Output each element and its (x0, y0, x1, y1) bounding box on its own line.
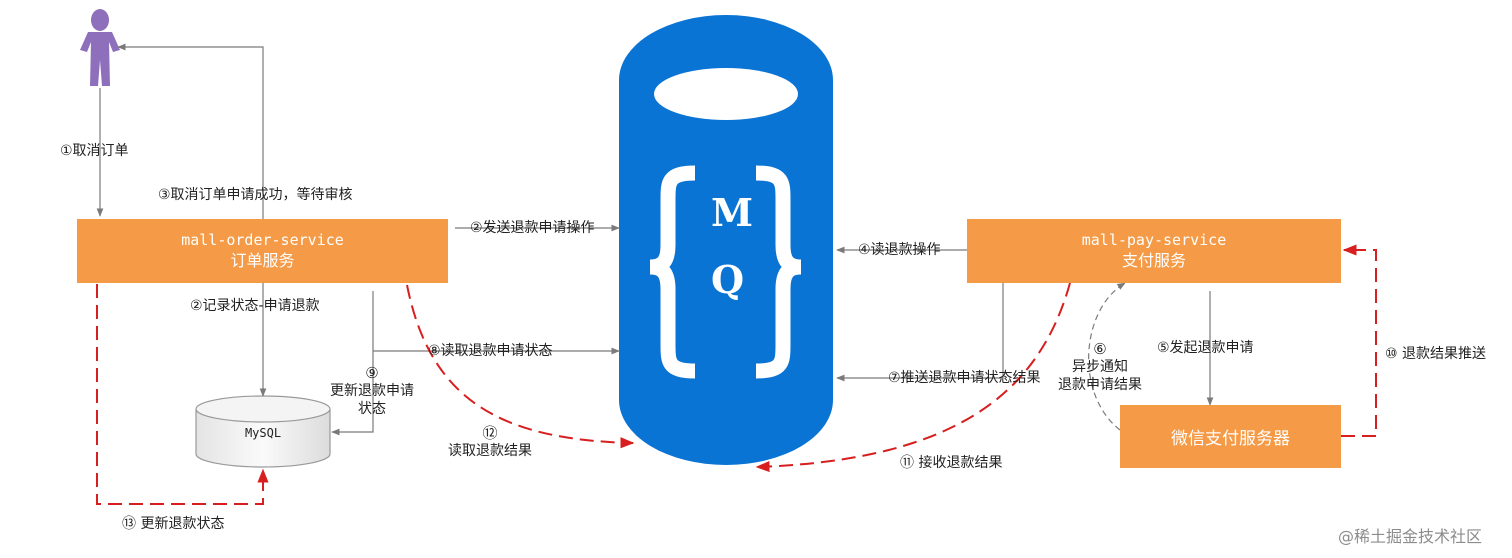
order-service-title: 订单服务 (230, 251, 295, 270)
mq-letter-m: M (711, 190, 754, 235)
step-3-label: ③取消订单申请成功，等待审核 (158, 187, 353, 203)
step-10-label: ⑩ 退款结果推送 (1385, 346, 1487, 362)
step-9-label: ⑨ 更新退款申请 状态 (322, 364, 422, 418)
arrow-cancel-success (117, 43, 264, 219)
wechat-pay-server-title: 微信支付服务器 (1171, 429, 1290, 449)
step-1-label: ①取消订单 (60, 143, 129, 159)
right-brace-icon (755, 165, 802, 379)
pay-service-name: mall-pay-service (1081, 231, 1227, 249)
pay-service-title: 支付服务 (1121, 251, 1186, 270)
step-9-line1: 更新退款申请 (330, 383, 414, 399)
step-9-number: ⑨ (365, 364, 379, 382)
step-2-label: ②发送退款申请操作 (470, 220, 595, 236)
step-6-number: ⑥ (1093, 340, 1107, 358)
pay-service-box[interactable]: mall-pay-service 支付服务 (967, 219, 1341, 283)
step-5-label: ⑤发起退款申请 (1157, 340, 1254, 356)
step-12-label: ⑫ 读取退款结果 (430, 424, 550, 460)
mq-letter-q: Q (711, 257, 745, 302)
step-12-text: 读取退款结果 (448, 443, 532, 459)
step-9-line2: 状态 (358, 401, 386, 417)
user-icon (80, 9, 120, 86)
mysql-database: MySQL (195, 395, 331, 468)
arrow-update-status (331, 291, 374, 436)
red-dashed-arrows (96, 244, 1377, 505)
arrow-push-result (836, 283, 1004, 382)
arrow-async-notify (1088, 282, 1126, 431)
watermark: @稀土掘金技术社区 (1338, 527, 1483, 546)
step-8-label: ⑧读取退款申请状态 (428, 343, 553, 359)
step-6-label: ⑥ 异步通知 退款申请结果 (1052, 340, 1148, 394)
arrow-receive-result (755, 282, 1071, 473)
arrow-read-refund-result (406, 284, 635, 449)
arrow-update-refund-status (96, 284, 269, 505)
step-2b-label: ②记录状态-申请退款 (190, 298, 320, 314)
arrow-refund-push (1341, 244, 1377, 437)
step-12-number: ⑫ (482, 424, 498, 442)
step-4-label: ④读退款操作 (858, 242, 941, 258)
mysql-label: MySQL (245, 426, 281, 440)
step-6-line2: 退款申请结果 (1058, 377, 1142, 393)
order-service-name: mall-order-service (181, 231, 344, 249)
wechat-pay-server-box[interactable]: 微信支付服务器 (1120, 405, 1341, 468)
step-11-label: ⑪ 接收退款结果 (900, 455, 1003, 471)
left-brace-icon (649, 165, 696, 379)
order-service-box[interactable]: mall-order-service 订单服务 (77, 219, 448, 283)
gray-arrows (96, 43, 1214, 436)
step-6-line1: 异步通知 (1072, 359, 1128, 375)
step-13-label: ⑬ 更新退款状态 (122, 516, 225, 532)
mq-cylinder (619, 15, 833, 465)
step-7-label: ⑦推送退款申请状态结果 (888, 370, 1041, 386)
